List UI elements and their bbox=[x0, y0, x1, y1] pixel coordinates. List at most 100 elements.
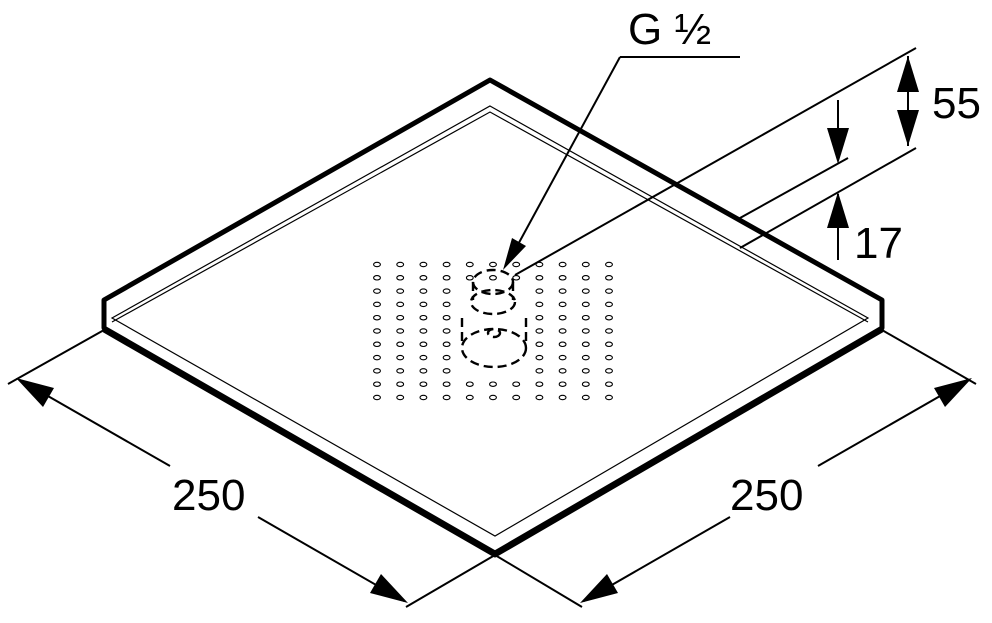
nozzle bbox=[396, 328, 405, 334]
hidden-connector bbox=[460, 268, 528, 369]
nozzle bbox=[419, 301, 428, 308]
nozzle bbox=[419, 261, 428, 268]
nozzle bbox=[581, 261, 590, 268]
nozzle bbox=[535, 275, 544, 281]
nozzle bbox=[581, 354, 590, 361]
nozzle bbox=[465, 381, 474, 387]
nozzle bbox=[419, 354, 428, 361]
nozzle bbox=[396, 275, 405, 281]
nozzle bbox=[581, 314, 590, 321]
nozzle bbox=[373, 301, 381, 308]
nozzle bbox=[419, 275, 428, 281]
nozzle bbox=[396, 301, 405, 308]
nozzle bbox=[442, 341, 451, 348]
dim-250-left-label: 250 bbox=[172, 471, 245, 520]
nozzle bbox=[558, 261, 567, 268]
dim-250-right-arrow-a bbox=[580, 574, 618, 603]
nozzle bbox=[489, 275, 497, 281]
plate-front-edge bbox=[102, 327, 884, 558]
nozzle bbox=[442, 354, 451, 361]
nozzle bbox=[489, 394, 497, 401]
connector-bottom-ellipse bbox=[460, 327, 528, 369]
nozzle bbox=[558, 314, 567, 321]
nozzle bbox=[465, 275, 474, 281]
nozzle bbox=[581, 394, 590, 401]
nozzle bbox=[581, 368, 590, 374]
nozzle bbox=[419, 288, 428, 294]
thread-callout: G ½ bbox=[503, 5, 740, 270]
nozzle bbox=[558, 354, 567, 361]
dim-17-label: 17 bbox=[854, 219, 903, 268]
nozzle bbox=[581, 288, 590, 294]
nozzle bbox=[396, 288, 405, 294]
nozzle bbox=[512, 275, 521, 281]
plate-inner-rim-2 bbox=[111, 111, 869, 323]
nozzle bbox=[442, 328, 451, 334]
nozzle bbox=[419, 381, 428, 387]
thread-leader-arrow bbox=[503, 238, 526, 270]
nozzle bbox=[396, 261, 405, 268]
ext-line-17-top bbox=[739, 157, 849, 219]
nozzle bbox=[442, 314, 451, 321]
dim-17-arrow-top bbox=[827, 128, 849, 164]
nozzle bbox=[558, 275, 567, 281]
width-dimensions: 250 250 bbox=[7, 329, 977, 608]
nozzle bbox=[396, 381, 405, 387]
nozzle bbox=[419, 314, 428, 321]
nozzle bbox=[419, 328, 428, 334]
nozzle bbox=[535, 394, 544, 401]
nozzle bbox=[442, 301, 451, 308]
ext-line-right bbox=[881, 329, 977, 385]
nozzle bbox=[373, 341, 381, 348]
connector-mid-ellipse bbox=[469, 288, 517, 316]
nozzle bbox=[465, 261, 474, 268]
ext-line-bottom-left bbox=[405, 554, 496, 608]
nozzle bbox=[535, 301, 544, 308]
nozzle bbox=[558, 301, 567, 308]
nozzle bbox=[558, 288, 567, 294]
nozzle bbox=[396, 314, 405, 321]
nozzle bbox=[373, 288, 381, 294]
nozzle bbox=[442, 288, 451, 294]
dim-55-arrow-bottom bbox=[897, 110, 919, 146]
nozzle bbox=[535, 288, 544, 294]
ext-line-bottom-right bbox=[494, 554, 583, 608]
nozzle bbox=[605, 341, 613, 348]
dim-250-left-arrow-b bbox=[370, 574, 408, 603]
nozzle bbox=[419, 394, 428, 401]
nozzle bbox=[373, 314, 381, 321]
nozzle bbox=[396, 341, 405, 348]
nozzle bbox=[605, 275, 613, 281]
nozzle bbox=[535, 314, 544, 321]
nozzle bbox=[535, 341, 544, 348]
dim-250-left-arrow-a bbox=[16, 378, 54, 407]
nozzle bbox=[605, 314, 613, 321]
nozzle bbox=[535, 368, 544, 374]
nozzle bbox=[373, 354, 381, 361]
dim-250-right-label: 250 bbox=[730, 471, 803, 520]
nozzle bbox=[605, 381, 613, 387]
dim-17-arrow-bottom bbox=[827, 192, 849, 228]
nozzle bbox=[419, 368, 428, 374]
nozzle bbox=[558, 328, 567, 334]
nozzle bbox=[605, 394, 613, 401]
nozzle bbox=[558, 381, 567, 387]
nozzle bbox=[535, 381, 544, 387]
nozzle bbox=[558, 368, 567, 374]
nozzle bbox=[605, 288, 613, 294]
nozzle bbox=[535, 354, 544, 361]
nozzle bbox=[581, 381, 590, 387]
nozzle bbox=[442, 394, 451, 401]
nozzle bbox=[581, 301, 590, 308]
ext-line-top bbox=[514, 47, 917, 276]
nozzle bbox=[489, 261, 497, 268]
nozzle bbox=[558, 394, 567, 401]
nozzle bbox=[535, 328, 544, 334]
connector-center bbox=[486, 327, 502, 339]
nozzle bbox=[419, 341, 428, 348]
nozzle bbox=[396, 394, 405, 401]
nozzle-grid bbox=[373, 261, 613, 401]
connector-top-ellipse bbox=[471, 268, 515, 296]
nozzle bbox=[373, 328, 381, 334]
nozzle bbox=[373, 275, 381, 281]
